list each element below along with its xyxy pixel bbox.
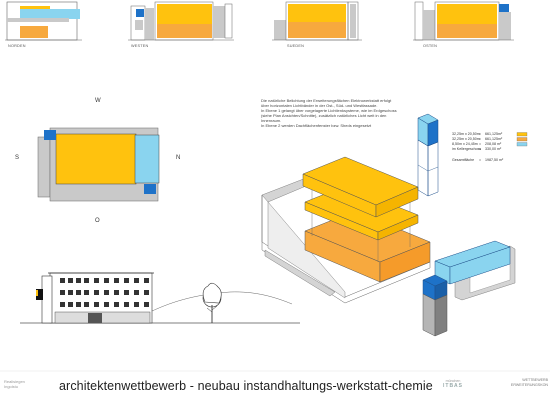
compass-east: O [95, 218, 100, 224]
area-row-dims: 32,25m x 20,50m [452, 131, 480, 136]
footer-right-line2: ERWEITERUNGSKON [510, 382, 548, 387]
area-row-eq: = [479, 136, 482, 141]
footer-logo-left-line2: Ingolstu [4, 384, 19, 389]
area-row: im Kellergeschoss = 330,00 m² [452, 147, 516, 152]
elevation-label-north: NORDEN [8, 44, 26, 48]
elevation-label-east: OSTEN [423, 44, 438, 48]
area-total-row: Gesamtfläche = 1987,50 m² [452, 158, 516, 163]
area-row-value: 661,125m² [485, 136, 503, 141]
description-line: Innenraum. [261, 118, 282, 123]
area-legend-swatches [516, 132, 528, 147]
area-row: 32,25m x 20,50m = 661,125m² [452, 132, 516, 137]
area-row-eq: = [479, 131, 482, 136]
footer-title: architektenwettbewerb - neubau instandha… [59, 379, 433, 393]
elevation-east [413, 1, 514, 41]
area-table: 32,25m x 20,50m = 661,125m² 32,25m x 20,… [452, 132, 516, 163]
north-glazing [20, 9, 80, 19]
area-row-value: 661,125m² [485, 131, 503, 136]
site-plan-glazing [134, 134, 160, 184]
area-total-label: Gesamtfläche [452, 157, 475, 162]
side-elevation [20, 272, 300, 324]
compass-south: S [15, 155, 20, 161]
north-orange-block [20, 26, 48, 38]
description-line: In Ebene 2 werden Dachflächenfenster bzw… [261, 123, 372, 128]
description-block: Die natürliche Belichtung der Erweiterun… [261, 98, 397, 128]
description-line: In Ebene 1 gelangt über vorgelagerte Lic… [261, 108, 397, 113]
elevation-south [272, 1, 362, 41]
footer-logo-mid-line1: münchen [445, 379, 461, 383]
north-roof-yellow [20, 6, 50, 9]
isometric-view [261, 113, 516, 337]
site-plan-yellow-roof [55, 133, 137, 185]
description-line: (siehe Plan Ansichten/Schnitte), zusätzl… [261, 113, 387, 118]
footer-right-line1: WETTBEWERB [522, 378, 548, 382]
area-row: 32,25m x 20,50m = 661,125m² [452, 137, 516, 142]
compass-north: N [176, 155, 181, 161]
footer-logo-left-line1: Realisiegen [4, 379, 25, 384]
compass-west: W [95, 98, 101, 104]
elevation-label-west: WESTEN [131, 44, 149, 48]
area-row-dims: im Kellergeschoss [452, 146, 482, 151]
footer-logo-left: Realisiegen Ingolstu [4, 379, 25, 389]
footer-logo-mid: münchen ITBAS [443, 379, 463, 389]
footer-logo-mid-line2: ITBAS [443, 383, 463, 389]
area-row: 8,50m x 24,45m = 208,08 m² [452, 142, 516, 147]
description-line: über horizontalen Lichtbänder in der Ost… [261, 103, 378, 108]
area-row-dims: 32,25m x 20,50m [452, 136, 480, 141]
description-line: Die natürliche Belichtung der Erweiterun… [261, 98, 392, 103]
site-plan [37, 127, 160, 202]
area-total-eq: = [479, 157, 482, 162]
footer-right: WETTBEWERB ERWEITERUNGSKON [511, 378, 548, 387]
area-row-value: 330,00 m² [485, 146, 502, 151]
elevation-west [128, 1, 234, 41]
area-total-value: 1987,50 m² [485, 157, 504, 162]
elevation-label-south: SUEDEN [287, 44, 305, 48]
elevation-north [5, 1, 82, 41]
area-row-value: 208,08 m² [485, 141, 502, 146]
area-row-dims: 8,50m x 24,45m [452, 141, 478, 146]
area-row-eq: = [479, 146, 482, 151]
area-row-eq: = [479, 141, 482, 146]
